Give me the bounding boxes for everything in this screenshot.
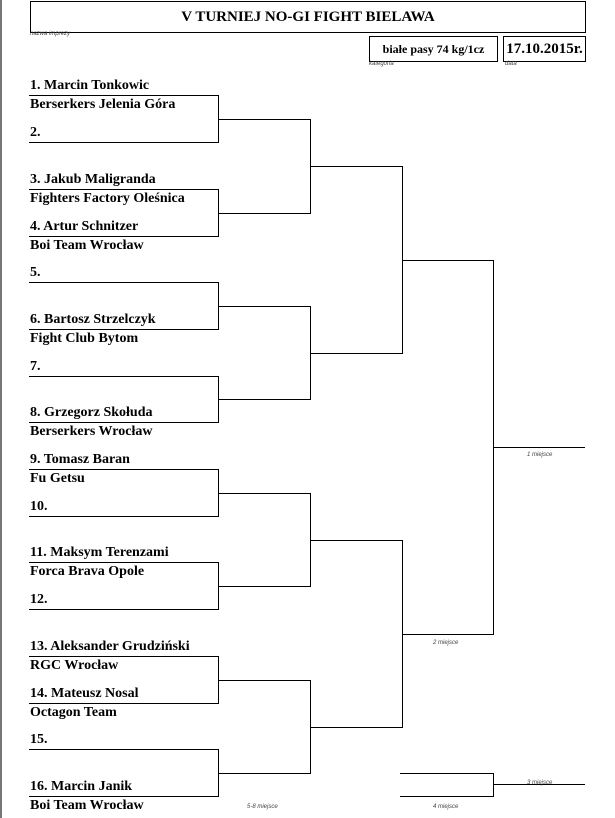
bracket-line: [218, 773, 310, 774]
slot-line: [29, 703, 218, 704]
competitor-name: 9. Tomasz Baran: [30, 452, 130, 467]
slot-line: [29, 656, 218, 657]
place-3-label: 3 miejsce: [527, 780, 553, 786]
competitor-name: 7.: [30, 359, 41, 374]
bracket-line: [310, 727, 402, 728]
bracket-line: [218, 306, 310, 307]
slot-line: [29, 236, 218, 237]
competitor-name: 15.: [30, 732, 48, 747]
bracket-line: [218, 586, 310, 587]
competitor-name: 1. Marcin Tonkowic: [30, 78, 150, 93]
bracket-line: [402, 634, 493, 635]
competitor-name: 8. Grzegorz Skołuda: [30, 405, 153, 420]
bracket-line: [493, 447, 585, 448]
bracket-line: [310, 353, 402, 354]
third-place-result-line: [493, 784, 585, 785]
date-caption: data: [505, 61, 517, 67]
event-title: V TURNIEJ NO-GI FIGHT BIELAWA: [30, 1, 586, 33]
slot-line: [29, 609, 218, 610]
slot-line: [29, 329, 218, 330]
bracket-line: [218, 119, 310, 120]
competitor-club: Berserkers Jelenia Góra: [30, 97, 176, 112]
slot-line: [29, 189, 218, 190]
bracket-line: [402, 260, 493, 261]
competitor-name: 4. Artur Schnitzer: [30, 219, 139, 234]
slot-line: [29, 516, 218, 517]
bracket-line: [218, 213, 310, 214]
bracket-line: [218, 493, 310, 494]
place-2-label: 2 miejsce: [433, 640, 459, 646]
date-box: 17.10.2015r.: [503, 36, 586, 62]
competitor-club: Fu Getsu: [30, 471, 85, 486]
competitor-name: 14. Mateusz Nosal: [30, 686, 139, 701]
slot-line: [29, 422, 218, 423]
place-5-8-label: 5-8 miejsce: [247, 804, 278, 810]
slot-line: [29, 562, 218, 563]
page-edge: [0, 0, 2, 818]
slot-line: [29, 376, 218, 377]
category-caption: kategoria: [369, 61, 394, 67]
bracket-line: [310, 540, 402, 541]
competitor-club: Fighters Factory Oleśnica: [30, 191, 185, 206]
slot-line: [29, 469, 218, 470]
slot-line: [29, 796, 218, 797]
third-place-line: [400, 773, 493, 774]
third-place-connector: [493, 773, 494, 797]
competitor-club: Boi Team Wrocław: [30, 238, 144, 253]
competitor-name: 3. Jakub Maligranda: [30, 172, 156, 187]
event-title-caption: nazwa imprezy: [30, 31, 71, 37]
slot-line: [29, 749, 218, 750]
slot-line: [29, 95, 218, 96]
bracket-line: [218, 399, 310, 400]
competitor-name: 13. Aleksander Grudziński: [30, 639, 190, 654]
category-box: białe pasy 74 kg/1cz: [369, 36, 498, 62]
bracket-line: [218, 680, 310, 681]
competitor-club: Forca Brava Opole: [30, 564, 145, 579]
competitor-name: 5.: [30, 265, 41, 280]
place-4-label: 4 miejsce: [433, 804, 459, 810]
competitor-name: 10.: [30, 499, 48, 514]
place-1-label: 1 miejsce: [527, 452, 553, 458]
competitor-club: Octagon Team: [30, 705, 117, 720]
competitor-club: Boi Team Wrocław: [30, 798, 144, 813]
competitor-club: Fight Club Bytom: [30, 331, 139, 346]
competitor-name: 16. Marcin Janik: [30, 779, 133, 794]
bracket-line: [310, 166, 402, 167]
competitor-name: 11. Maksym Terenzami: [30, 545, 169, 560]
competitor-name: 12.: [30, 592, 48, 607]
competitor-name: 6. Bartosz Strzelczyk: [30, 312, 156, 327]
slot-line: [29, 282, 218, 283]
competitor-name: 2.: [30, 125, 41, 140]
slot-line: [29, 142, 218, 143]
competitor-club: Berserkers Wrocław: [30, 424, 153, 439]
competitor-club: RGC Wrocław: [30, 658, 119, 673]
third-place-line: [400, 796, 493, 797]
